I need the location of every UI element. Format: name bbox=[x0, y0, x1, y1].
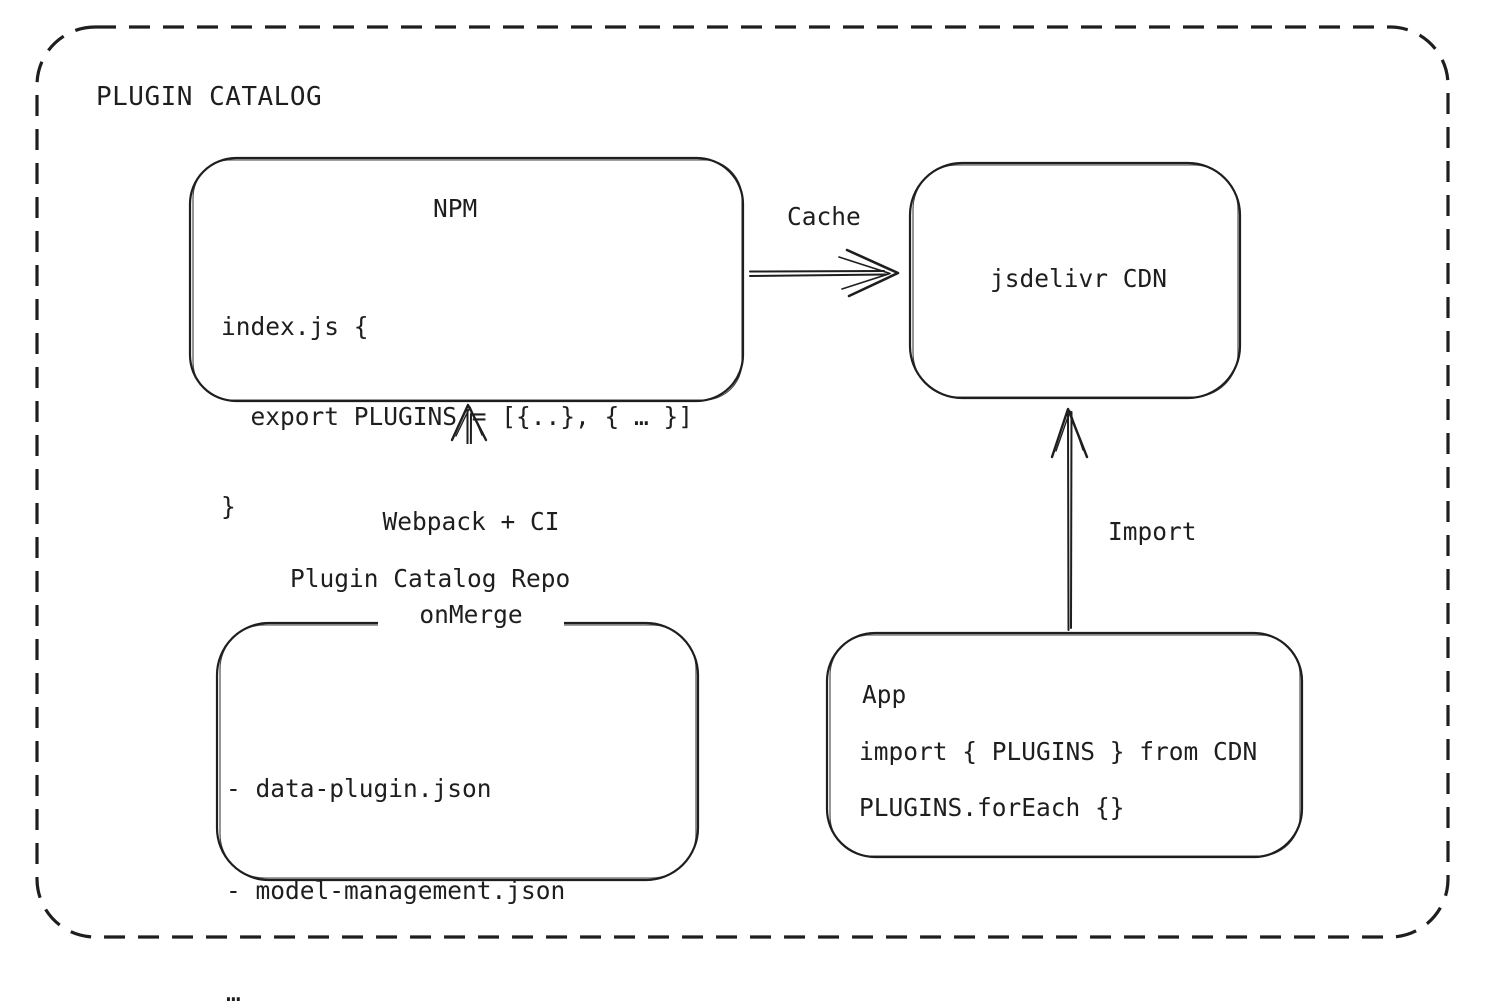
npm-box-title: NPM bbox=[433, 194, 478, 223]
npm-code-line: } bbox=[221, 492, 236, 521]
npm-code-block: index.js { export PLUGINS = [{..}, { … }… bbox=[221, 252, 693, 582]
cdn-box-title: jsdelivr CDN bbox=[990, 264, 1168, 293]
repo-file-item: - data-plugin.json bbox=[226, 774, 492, 803]
build-arrow-label-line: onMerge bbox=[419, 600, 523, 629]
import-arrow-label: Import bbox=[1108, 517, 1197, 546]
repo-file-item: … bbox=[226, 978, 241, 1002]
npm-code-line: export PLUGINS = [{..}, { … }] bbox=[221, 402, 694, 431]
repo-box-label: Plugin Catalog Repo bbox=[290, 564, 571, 593]
catalog-boundary-frame bbox=[35, 25, 1450, 939]
repo-file-list: - data-plugin.json - model-management.js… bbox=[226, 704, 565, 1002]
app-code-line: PLUGINS.forEach {} bbox=[859, 793, 1125, 822]
npm-code-line: index.js { bbox=[221, 312, 369, 341]
npm-box bbox=[188, 156, 745, 403]
build-arrow-label: Webpack + CI onMerge bbox=[378, 444, 564, 692]
app-code-line: import { PLUGINS } from CDN bbox=[859, 737, 1258, 766]
import-arrow bbox=[1050, 407, 1089, 631]
app-box bbox=[825, 631, 1304, 859]
build-arrow-label-line: Webpack + CI bbox=[382, 507, 560, 536]
cache-arrow bbox=[749, 248, 900, 298]
diagram-title: PLUGIN CATALOG bbox=[96, 82, 323, 112]
cache-arrow-label: Cache bbox=[787, 202, 861, 231]
repo-file-item: - model-management.json bbox=[226, 876, 566, 905]
cdn-box bbox=[908, 161, 1242, 400]
app-box-title: App bbox=[862, 680, 907, 709]
